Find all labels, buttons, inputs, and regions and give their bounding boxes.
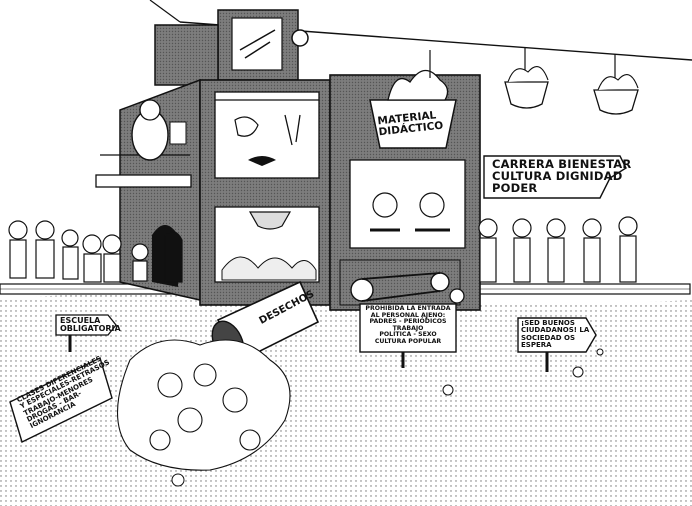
prohibida-sign-label: PROHIBIDA LA ENTRADA AL PERSONAL AJENO: … xyxy=(365,305,451,345)
sed-buenos-sign xyxy=(517,317,597,372)
prohibida-sign xyxy=(359,303,457,368)
clases-sign xyxy=(9,357,113,443)
hanging-basket-2 xyxy=(593,54,639,115)
cable-left xyxy=(149,0,181,23)
career-banner-label: CARRERA BIENESTAR CULTURA DIGNIDAD PODER xyxy=(492,157,632,196)
observation-balcony xyxy=(95,99,192,188)
sed-buenos-sign-label: ¡SED BUENOS CIUDADANOS! LA SOCIEDAD OS E… xyxy=(521,319,590,350)
children-queue xyxy=(8,220,183,283)
control-tower xyxy=(154,9,309,86)
uniform-adults-queue xyxy=(478,216,638,283)
flowers xyxy=(171,348,604,487)
escuela-sign-label: ESCUELA OBLIGATORIA xyxy=(60,316,121,334)
factory-front-left xyxy=(199,79,331,306)
career-banner xyxy=(483,155,627,199)
hanging-basket-1 xyxy=(504,48,549,109)
rejected-heap xyxy=(116,339,291,471)
material-hopper xyxy=(369,50,457,149)
escuela-sign xyxy=(55,314,117,352)
